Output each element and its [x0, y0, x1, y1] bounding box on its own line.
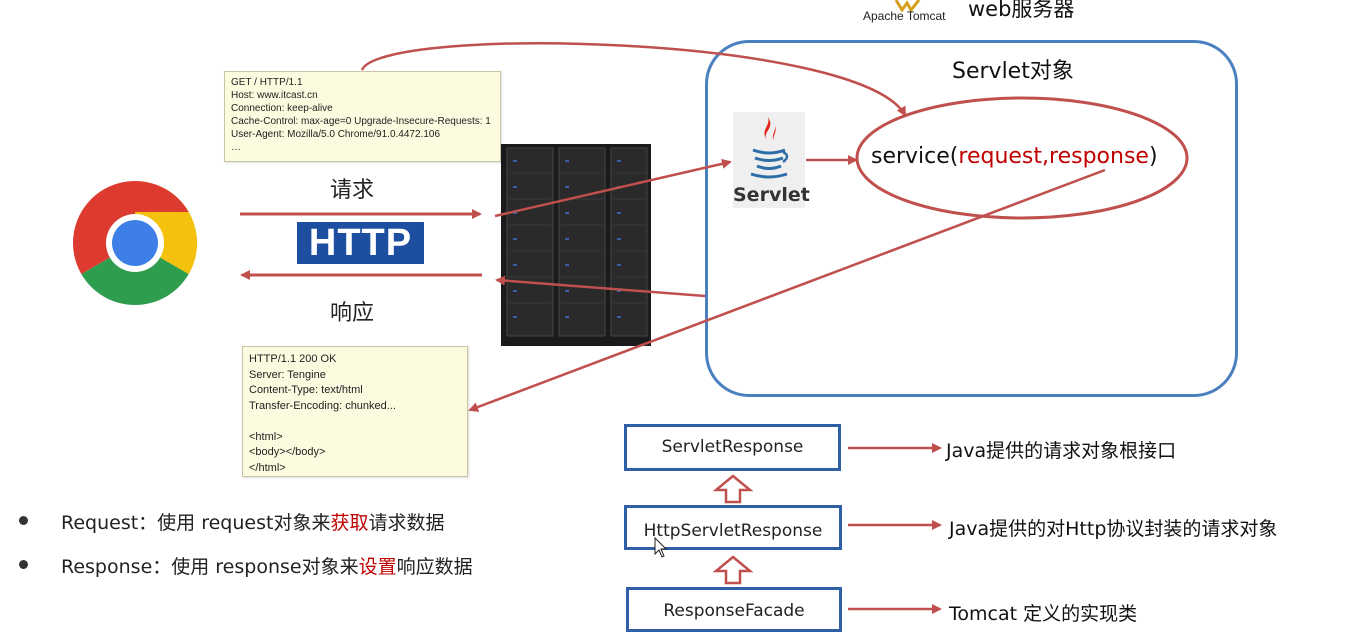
servlet-logo: Servlet [733, 112, 810, 208]
service-suffix: ) [1148, 144, 1158, 169]
class-description: Java提供的对Http协议封装的请求对象 [949, 518, 1278, 540]
response-note-line: </html> [249, 461, 286, 474]
class-name: ResponseFacade [663, 601, 805, 621]
java-cup-icon [750, 116, 789, 179]
request-note-line: Cache-Control: max-age=0 Upgrade-Insecur… [231, 116, 491, 127]
bullet-response: Response：使用 response对象来设置响应数据 [61, 552, 473, 579]
response-note-line: Server: Tengine [249, 368, 326, 381]
web-server-label: web服务器 [968, 0, 1075, 21]
service-prefix: service( [871, 144, 959, 169]
request-note-line: GET / HTTP/1.1 [231, 77, 303, 88]
bullet-dot [19, 516, 28, 525]
class-box-servlet-response: ServletResponse [624, 424, 841, 471]
inheritance-arrow [712, 555, 754, 585]
bullet-highlight: 设置 [358, 556, 397, 578]
response-note-line: Transfer-Encoding: chunked... [249, 399, 396, 412]
server-rack-icon [501, 144, 651, 346]
response-note-line: <body></body> [249, 446, 326, 458]
servlet-logo-text: Servlet [733, 184, 810, 206]
bullet-text: Request：使用 request对象来 [61, 512, 331, 534]
class-box-http-servlet-response: HttpServletResponse [624, 505, 842, 550]
request-note: GET / HTTP/1.1 Host: www.itcast.cn Conne… [224, 71, 501, 162]
bullet-text: 响应数据 [396, 556, 473, 578]
response-note-line: <html> [249, 430, 283, 443]
bullet-dot [19, 560, 28, 569]
bullet-highlight: 获取 [330, 512, 369, 534]
http-badge: HTTP [297, 222, 424, 264]
servlet-object-title: Servlet对象 [952, 59, 1074, 84]
request-note-line: User-Agent: Mozilla/5.0 Chrome/91.0.4472… [231, 129, 441, 140]
request-label: 请求 [330, 178, 375, 203]
bullet-request: Request：使用 request对象来获取请求数据 [61, 508, 444, 535]
service-comma: , [1042, 144, 1050, 169]
service-request-param: request [958, 144, 1043, 169]
tomcat-label: Apache Tomcat [863, 9, 946, 23]
request-note-line: Connection: keep-alive [231, 103, 333, 114]
tomcat-cat-icon [894, 0, 921, 12]
service-method-text: service(request,response) [871, 144, 1158, 169]
class-box-response-facade: ResponseFacade [626, 587, 842, 632]
class-description: Tomcat 定义的实现类 [949, 603, 1138, 625]
chrome-logo-icon [72, 181, 198, 306]
class-description: Java提供的请求对象根接口 [946, 440, 1177, 462]
inheritance-arrow [712, 474, 754, 504]
response-label: 响应 [330, 301, 375, 326]
class-name: HttpServletResponse [643, 521, 823, 541]
bullet-text: Response：使用 response对象来 [61, 556, 359, 578]
class-name: ServletResponse [661, 437, 804, 457]
request-note-line: Host: www.itcast.cn [231, 90, 318, 101]
servlet-object-box [705, 40, 1238, 397]
response-note: HTTP/1.1 200 OK Server: Tengine Content-… [242, 346, 468, 477]
request-note-line: … [231, 142, 241, 153]
bullet-text: 请求数据 [368, 512, 445, 534]
response-note-line [249, 414, 461, 430]
response-note-line: HTTP/1.1 200 OK [249, 353, 337, 365]
service-response-param: response [1049, 144, 1149, 169]
response-note-line: Content-Type: text/html [249, 384, 363, 396]
